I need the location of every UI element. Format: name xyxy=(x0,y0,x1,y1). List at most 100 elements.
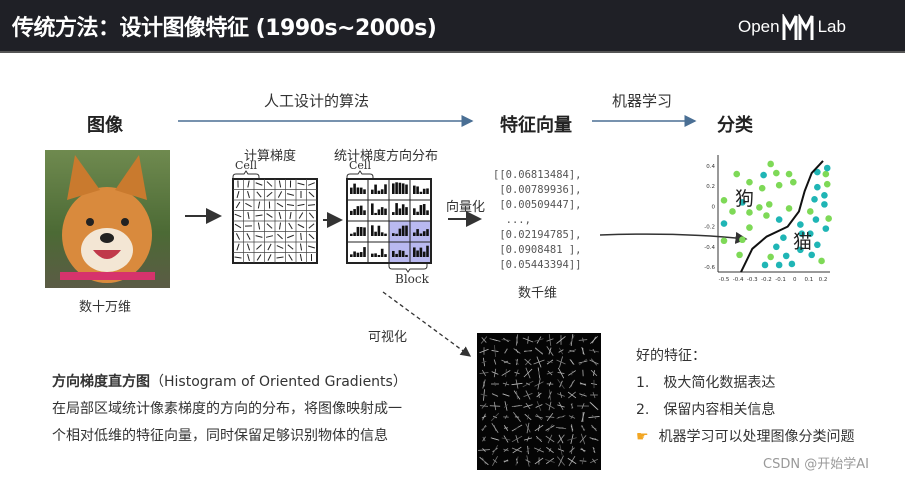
green-point xyxy=(736,251,743,259)
hog-stroke xyxy=(479,348,489,354)
x-tick-label: -0.1 xyxy=(775,277,786,283)
gradient-stroke xyxy=(276,256,284,259)
hog-stroke xyxy=(548,389,552,401)
hog-stroke xyxy=(589,359,599,365)
histogram-bar xyxy=(363,247,366,257)
cyan-point xyxy=(761,261,769,269)
hog-stroke xyxy=(523,437,533,441)
cyan-point xyxy=(775,216,783,223)
hog-stroke xyxy=(503,459,509,463)
hog-stroke xyxy=(523,368,533,378)
histogram-bar xyxy=(380,232,384,236)
hog-stroke xyxy=(557,404,565,408)
histogram-bar xyxy=(363,210,366,215)
cyan-point xyxy=(806,230,814,237)
histogram-bar xyxy=(353,251,356,257)
green-point xyxy=(818,257,825,265)
cyan-point xyxy=(823,164,831,172)
histogram-bar xyxy=(416,186,419,194)
hog-stroke xyxy=(479,405,489,407)
hog-stroke xyxy=(569,334,575,346)
feature-dims-label: 数千维 xyxy=(518,286,558,301)
gradient-stroke xyxy=(266,191,273,198)
hog-stroke xyxy=(559,392,563,398)
histogram-bar xyxy=(371,253,374,257)
histogram-bar xyxy=(419,191,423,194)
x-tick-label: 0.2 xyxy=(819,277,828,283)
histogram-bar xyxy=(422,188,426,194)
logo-text-open: Open xyxy=(738,17,780,36)
hog-stroke xyxy=(525,390,531,400)
hog-stroke xyxy=(481,369,487,377)
histogram-bar xyxy=(395,182,398,194)
hog-stroke xyxy=(580,448,586,452)
gradient-stroke xyxy=(234,223,242,229)
histogram-bar xyxy=(374,253,377,257)
hog-stroke xyxy=(581,457,585,465)
gradient-stroke xyxy=(266,213,273,218)
hog-stroke xyxy=(494,381,496,387)
hog-stroke xyxy=(546,447,554,453)
hog-stroke xyxy=(545,459,555,463)
green-point xyxy=(785,170,793,178)
hog-stroke xyxy=(490,412,500,422)
histogram-bar xyxy=(398,228,402,236)
green-point xyxy=(785,205,793,212)
vectorize-label: 向量化 xyxy=(446,200,486,215)
hog-stroke xyxy=(593,447,595,453)
gradient-stroke xyxy=(288,222,293,230)
hog-stroke xyxy=(526,422,530,434)
gradient-stroke xyxy=(257,201,261,209)
hog-stroke xyxy=(514,371,520,375)
histogram-bar xyxy=(377,225,381,236)
histogram-bar xyxy=(422,204,426,215)
gradient-stroke xyxy=(245,202,252,208)
gradient-stroke xyxy=(236,190,240,199)
gradient-stroke xyxy=(308,212,315,219)
hog-stroke xyxy=(556,414,566,420)
histogram-bar xyxy=(395,233,398,236)
histogram-bar xyxy=(356,226,360,236)
hog-stroke xyxy=(570,425,574,431)
cyan-point xyxy=(821,201,828,208)
hog-stroke xyxy=(493,359,497,365)
hog-stroke xyxy=(558,455,564,467)
block-label: Block xyxy=(395,272,429,286)
classify-label: 分类 xyxy=(717,115,753,136)
hog-stroke xyxy=(578,339,588,341)
hog-stroke xyxy=(535,415,543,419)
cell-label-2: Cell xyxy=(349,159,371,172)
hog-stroke xyxy=(569,447,575,453)
gradient-stroke xyxy=(288,254,293,261)
hog-stroke xyxy=(481,337,487,343)
hog-stroke xyxy=(515,334,519,346)
histogram-bar xyxy=(416,211,419,215)
gradient-stroke xyxy=(247,211,250,220)
hog-stroke xyxy=(482,436,486,442)
hog-stroke xyxy=(559,356,563,368)
green-point xyxy=(767,253,774,261)
histogram-bar xyxy=(419,233,423,236)
hog-stroke xyxy=(592,370,596,376)
histogram-bar xyxy=(353,232,356,236)
hog-stroke xyxy=(581,393,585,397)
slide-title: 传统方法：设计图像特征 (1990s~2000s) xyxy=(12,16,437,41)
histogram-bar xyxy=(405,254,408,257)
histogram-bar xyxy=(392,212,395,215)
hog-stroke xyxy=(535,347,543,355)
green-point xyxy=(765,201,773,208)
vector-line: ..., xyxy=(493,214,531,226)
gradient-stroke xyxy=(247,253,250,262)
histogram-bar xyxy=(426,210,429,215)
hog-stroke xyxy=(581,403,585,409)
green-point xyxy=(720,237,728,245)
green-point xyxy=(758,184,766,192)
cyan-point xyxy=(739,199,746,206)
histogram-bar xyxy=(419,247,423,257)
hog-stroke xyxy=(569,349,575,353)
gradient-stroke xyxy=(247,190,250,199)
y-tick-label: -0.4 xyxy=(704,245,715,251)
logo-text-lab: Lab xyxy=(817,17,846,36)
cat-region-label: 猫 xyxy=(793,231,812,253)
